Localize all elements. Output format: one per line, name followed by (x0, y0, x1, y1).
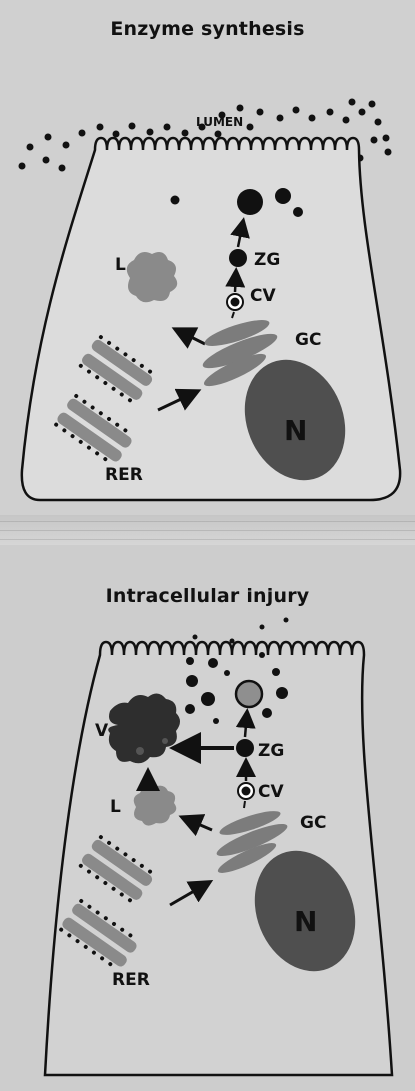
zymogen-granule (275, 188, 291, 204)
intracellular-injury-diagram: ZG V CV L GC N (0, 545, 415, 1091)
cv-label: CV (250, 286, 276, 306)
gc-label: GC (295, 330, 321, 350)
enzyme-synthesis-panel: Enzyme synthesis (0, 0, 415, 515)
lumen-label: LUMEN (196, 115, 243, 129)
acinar-cell-outline-injury (45, 642, 392, 1075)
enzyme-synthesis-diagram: ZG CV L GC N (0, 0, 415, 515)
n-label: N (284, 414, 307, 447)
page-gap (0, 515, 415, 545)
zg-label: ZG (254, 250, 280, 270)
l-label: L (115, 255, 126, 275)
zg-label: ZG (258, 741, 284, 761)
zg-granule (229, 249, 247, 267)
gc-label: GC (300, 813, 326, 833)
cv-label: CV (258, 782, 284, 802)
rer-label: RER (105, 465, 143, 485)
rer-label: RER (112, 970, 150, 990)
n-label: N (294, 905, 317, 938)
zymogen-granule (293, 207, 303, 217)
v-label: V (95, 721, 109, 741)
zymogen-granule (171, 196, 180, 205)
zg-granule (236, 739, 254, 757)
secretory-granule (236, 681, 262, 707)
l-label: L (110, 797, 121, 817)
zymogen-granule-large (237, 189, 263, 215)
intracellular-injury-panel: Intracellular injury ZG (0, 545, 415, 1091)
